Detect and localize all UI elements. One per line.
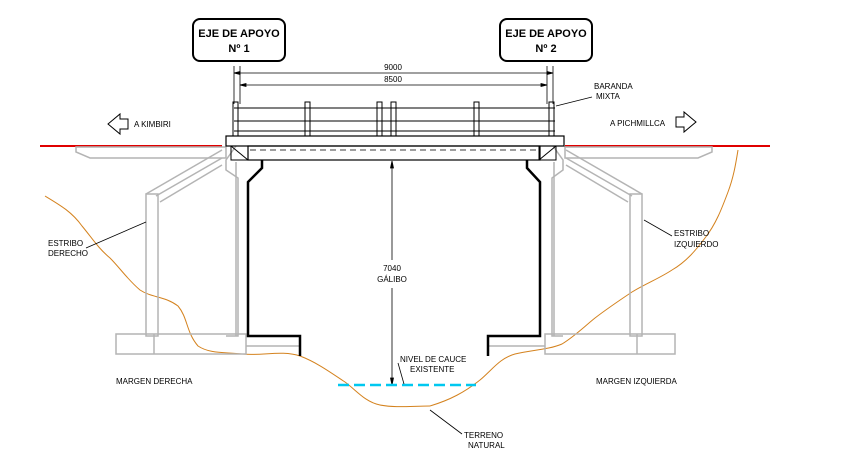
direction-right: A PICHMILLCA bbox=[610, 110, 697, 134]
railing-label-line2: MIXTA bbox=[596, 92, 621, 101]
wing-wall-right bbox=[629, 193, 643, 337]
dim-arrow bbox=[546, 70, 554, 76]
abutment-right-leader bbox=[85, 221, 147, 249]
approach-slab-right bbox=[564, 146, 713, 159]
support-label-2-line2: Nº 2 bbox=[535, 43, 556, 55]
dim-arrow bbox=[233, 70, 241, 76]
clearance-arrow bbox=[390, 160, 394, 169]
abutment-left-leader bbox=[643, 219, 673, 237]
railing-post-3 bbox=[376, 101, 383, 137]
clearance-value: 7040 bbox=[383, 264, 401, 273]
railing-post-6 bbox=[548, 101, 555, 137]
direction-right-label: A PICHMILLCA bbox=[610, 119, 666, 128]
terrain-label-line1: TERRENO bbox=[464, 431, 503, 440]
support-label-1-box bbox=[192, 18, 286, 62]
terrain-label-line2: NATURAL bbox=[468, 441, 505, 450]
bridge-deck bbox=[225, 135, 565, 161]
abutment-face-left bbox=[246, 160, 302, 356]
clearance-arrow bbox=[390, 377, 394, 386]
wing-wall-left bbox=[145, 193, 159, 337]
dim-span-label: 8500 bbox=[384, 75, 402, 84]
support-label-1-line1: EJE DE APOYO bbox=[198, 28, 280, 40]
railing-post-2 bbox=[304, 101, 311, 137]
abutment-right-wing-bot2 bbox=[565, 164, 629, 203]
dimension-lines bbox=[233, 70, 554, 88]
abutment-left-wing-bot bbox=[155, 157, 223, 197]
support-label-2: EJE DE APOYO Nº 2 bbox=[499, 18, 593, 62]
arrow-right-icon bbox=[675, 110, 697, 134]
clearance-dimension bbox=[390, 160, 394, 386]
arrow-left-icon bbox=[107, 112, 129, 136]
abutment-right-wing-top bbox=[565, 149, 643, 195]
support-label-1-line2: Nº 1 bbox=[228, 43, 249, 55]
abutment-right-bank bbox=[115, 145, 247, 355]
bank-right-label: MARGEN DERECHA bbox=[116, 377, 193, 386]
support-label-2-line1: EJE DE APOYO bbox=[505, 28, 587, 40]
abutment-faces bbox=[246, 160, 542, 356]
footing-left bbox=[115, 333, 247, 355]
clearance-label: GÁLIBO bbox=[377, 275, 407, 284]
terrain-leader bbox=[429, 409, 463, 435]
railing-post-1 bbox=[232, 101, 239, 137]
abutment-left-wing-bot2 bbox=[159, 164, 223, 203]
deck-girder bbox=[247, 145, 541, 161]
support-label-1: EJE DE APOYO Nº 1 bbox=[192, 18, 286, 62]
abutment-right-label-line2: DERECHO bbox=[48, 249, 88, 258]
abutment-right-label-line1: ESTRIBO bbox=[48, 239, 83, 248]
dim-arrow bbox=[239, 82, 247, 88]
bearings bbox=[230, 145, 557, 161]
abutment-left-label-line1: ESTRIBO bbox=[674, 229, 709, 238]
railing-label-line1: BARANDA bbox=[594, 82, 633, 91]
direction-left: A KIMBIRI bbox=[107, 112, 171, 136]
footing-right bbox=[544, 333, 676, 355]
water-level-leader bbox=[397, 362, 405, 385]
railing-post-5 bbox=[473, 101, 480, 137]
abutment-left-wing-top bbox=[145, 149, 223, 195]
dim-arrow bbox=[540, 82, 548, 88]
terrain-right bbox=[429, 149, 739, 407]
bearing-2-diag bbox=[538, 145, 557, 161]
abutment-left-label-line2: IZQUIERDO bbox=[674, 240, 718, 249]
water-level-label-line2: EXISTENTE bbox=[410, 365, 454, 374]
natural-terrain bbox=[44, 149, 739, 408]
terrain-left bbox=[44, 195, 431, 408]
bearing-1-diag bbox=[230, 145, 249, 161]
support-label-2-box bbox=[499, 18, 593, 62]
dim-total-label: 9000 bbox=[384, 63, 402, 72]
direction-left-label: A KIMBIRI bbox=[134, 120, 171, 129]
abutment-left-bank bbox=[246, 145, 676, 355]
railing-leader bbox=[555, 96, 593, 107]
approach-slab-left bbox=[75, 146, 227, 159]
deck-slab bbox=[225, 135, 565, 147]
abutment-right-wing-bot bbox=[565, 157, 633, 197]
railing-post-4 bbox=[390, 101, 397, 137]
bank-left-label: MARGEN IZQUIERDA bbox=[596, 377, 678, 386]
abutment-face-right bbox=[486, 160, 542, 356]
approach-slabs bbox=[75, 146, 713, 159]
railing bbox=[232, 101, 555, 137]
water-level-label-line1: NIVEL DE CAUCE bbox=[400, 355, 466, 364]
